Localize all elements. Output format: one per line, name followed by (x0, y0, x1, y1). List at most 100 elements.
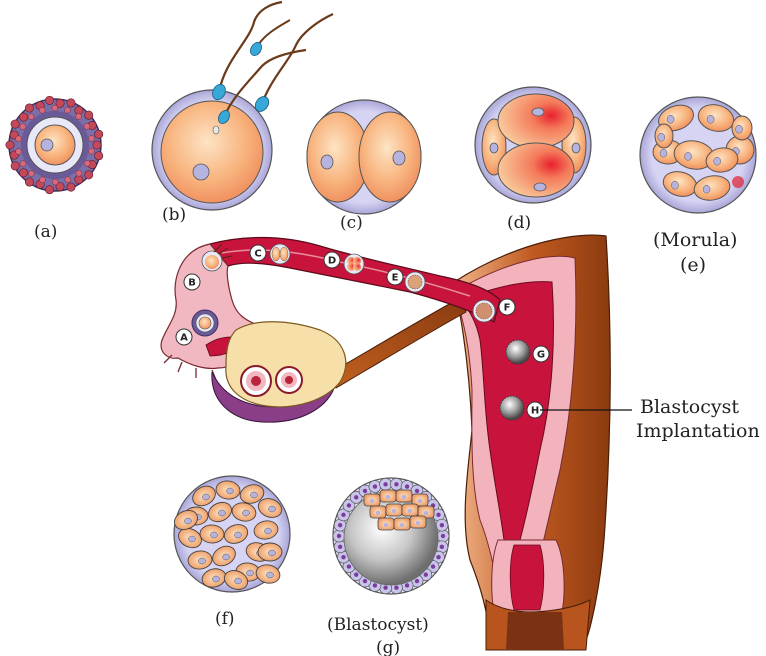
trophoblast-nucleus (423, 572, 428, 577)
corona-cell (15, 148, 22, 155)
trophoblast-nucleus (336, 533, 342, 539)
nucleus (246, 569, 254, 577)
trophoblast-nucleus (341, 554, 346, 560)
stage-label-h: H (531, 406, 539, 417)
nucleus (385, 494, 391, 500)
trophoblast-nucleus (346, 503, 352, 508)
trophoblast-nucleus (346, 564, 352, 569)
caption-blastocyst: (Blastocyst) (327, 615, 429, 635)
trophoblast-nucleus (394, 585, 399, 590)
corona-cell (66, 98, 76, 108)
corona-cell (45, 185, 55, 195)
uterus-anatomy (160, 234, 611, 651)
nucleus (242, 509, 250, 517)
nucleus (202, 493, 210, 501)
nucleus (383, 522, 389, 528)
stage-label-badge (249, 244, 267, 262)
stage-label-badge (498, 298, 516, 316)
trophoblast-nucleus (337, 544, 343, 550)
morula-figure-e (639, 96, 757, 214)
corona-cell (84, 110, 94, 120)
nucleus (415, 520, 421, 526)
morula-cell (693, 175, 731, 201)
caption-g: (g) (376, 638, 400, 656)
corona-cell (10, 119, 20, 129)
nucleus (735, 124, 743, 134)
stage-label-c: C (254, 249, 261, 260)
nucleus (210, 531, 218, 539)
corona-cell (28, 170, 35, 177)
trophoblast-nucleus (354, 495, 359, 500)
corona-cell (83, 160, 91, 167)
corona-cell (55, 98, 65, 108)
corona-cell (83, 123, 91, 130)
corona-cell (5, 140, 15, 150)
trophoblast-nucleus (436, 554, 441, 560)
corona-cell (55, 182, 65, 192)
caption-b: (b) (162, 205, 186, 225)
caption-d: (d) (507, 213, 531, 233)
nucleus (666, 114, 675, 124)
corona-cell (19, 123, 27, 130)
stage-label-badge (532, 345, 550, 363)
nucleus (369, 498, 375, 504)
corona-cell (24, 177, 34, 187)
trophoblast-nucleus (372, 583, 378, 588)
stage-label-badge (323, 251, 341, 269)
ovum-figure-a (5, 95, 104, 195)
corona-cell (75, 113, 82, 120)
morula-highlight (732, 176, 744, 188)
corona-cell (51, 178, 59, 186)
trophoblast-nucleus (362, 488, 368, 494)
nucleus (702, 184, 711, 194)
nucleus (713, 156, 721, 166)
nucleus (266, 571, 274, 579)
nucleus (391, 508, 397, 514)
stage-label-g: G (537, 350, 545, 361)
nucleus (423, 510, 429, 516)
caption-c: (c) (340, 213, 363, 233)
nucleus (218, 509, 226, 517)
stage-label-f: F (504, 303, 511, 314)
nucleus (657, 132, 666, 142)
corona-cell (88, 148, 95, 155)
nucleus (684, 152, 692, 161)
corona-cell (88, 135, 95, 142)
trophoblast-nucleus (414, 488, 420, 494)
morula-section-figure-f (173, 475, 291, 593)
stage-label-a: A (180, 333, 188, 344)
nucleus (184, 517, 192, 525)
corona-cell (51, 104, 59, 112)
corona-cell (19, 160, 27, 167)
nucleus (659, 148, 668, 158)
trophoblast-nucleus (383, 482, 388, 487)
fertilisation-figure-b (151, 0, 334, 211)
corona-cell (45, 95, 55, 105)
corona-cell (19, 112, 29, 122)
corona-cell (94, 129, 104, 139)
nucleus (268, 549, 276, 557)
trophoblast-nucleus (341, 512, 346, 518)
nucleus (407, 508, 413, 514)
trophoblast-nucleus (430, 564, 436, 569)
stage-label-d: D (328, 256, 336, 267)
nucleus (198, 557, 206, 565)
corona-cell (39, 176, 46, 184)
morula-cell (705, 147, 739, 173)
caption-f: (f) (215, 609, 235, 629)
four-cell-figure-d (474, 86, 592, 204)
nucleus (671, 180, 679, 190)
corona-cell (75, 170, 83, 177)
corona-cell (94, 151, 104, 161)
nucleus (188, 535, 196, 543)
two-cell-figure-c (306, 99, 422, 215)
trophoblast-nucleus (404, 583, 410, 588)
trophoblast-nucleus (383, 585, 388, 590)
nucleus (264, 527, 272, 535)
trophoblast-nucleus (439, 522, 445, 528)
blastocyst-figure-g (332, 477, 450, 595)
trophoblast-nucleus (414, 578, 420, 584)
corona-cell (64, 176, 72, 183)
nucleus (226, 487, 234, 495)
